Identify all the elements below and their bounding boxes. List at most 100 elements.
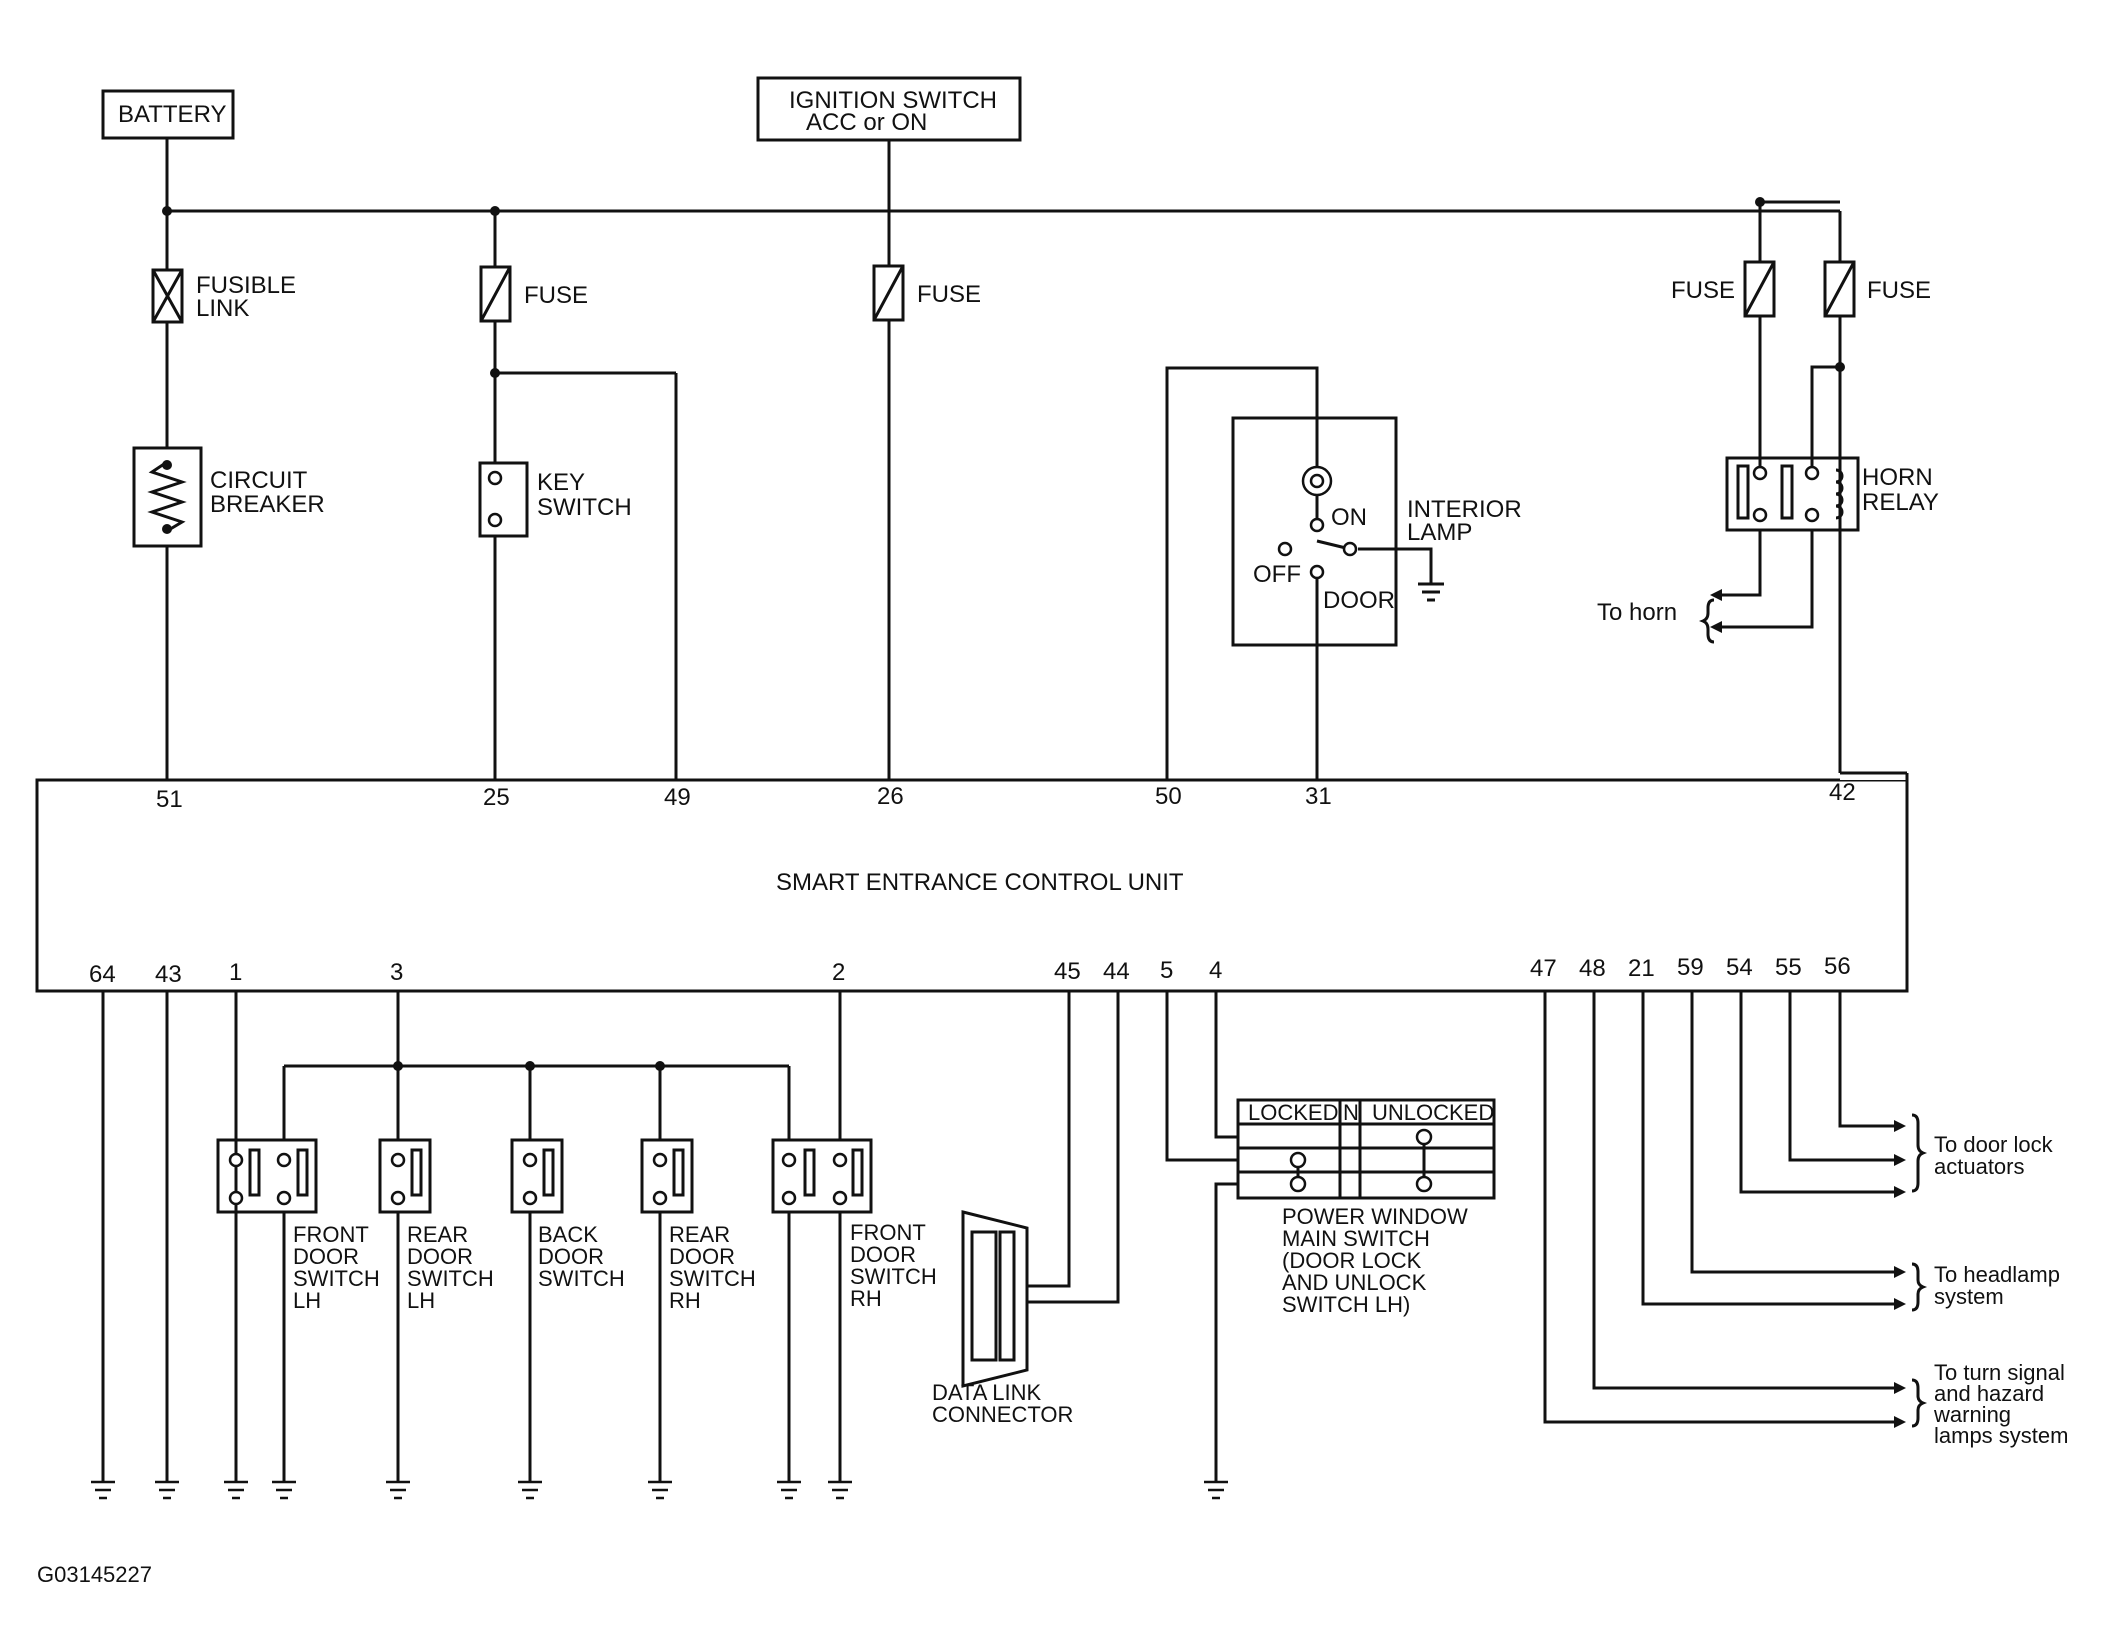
fusible-link-label: FUSIBLE [196,272,296,299]
svg-text:actuators: actuators [1934,1154,2025,1179]
ground-icon [828,1480,852,1500]
data-link-connector-label: DATA LINK [932,1380,1042,1405]
front-door-switch-rh-symbol [771,1138,873,1214]
battery-label: BATTERY [118,101,226,128]
power-window-main-switch-label: POWER WINDOW MAIN SWITCH (DOOR LOCK AND … [1282,1204,1468,1317]
pin-label: 55 [1775,954,1802,981]
pins-top: 51 25 49 26 50 31 42 [156,779,1856,813]
pin-label: 1 [229,959,242,986]
front-door-switch-lh-label: FRONT DOOR SWITCH LH [293,1222,380,1313]
svg-text:RH: RH [850,1286,882,1311]
svg-text:FRONT: FRONT [850,1220,926,1245]
pin-label: 45 [1054,958,1081,985]
ground-icon [386,1480,410,1500]
pin-label: 25 [483,784,510,811]
data-link-connector-symbol [961,1210,1029,1388]
pin-label: 51 [156,786,183,813]
svg-text:SWITCH: SWITCH [293,1266,380,1291]
ground-icon [224,1480,248,1500]
rear-door-switch-lh-symbol [378,1138,432,1214]
svg-text:lamps system: lamps system [1934,1423,2068,1448]
svg-text:LH: LH [407,1288,435,1313]
interior-lamp-label: INTERIOR [1407,496,1522,523]
ground-icon [272,1480,296,1500]
pin-label: 31 [1305,783,1332,810]
svg-text:DOOR: DOOR [293,1244,359,1269]
ignition-switch-sublabel: ACC or ON [806,109,927,136]
pin-label: 2 [832,959,845,986]
control-unit-title: SMART ENTRANCE CONTROL UNIT [776,869,1184,896]
svg-text:LH: LH [293,1288,321,1313]
smart-entrance-control-unit-box [35,778,1909,993]
rear-door-switch-rh-symbol [640,1138,694,1214]
headlamp-output-label: To headlamp system [1934,1262,2060,1309]
back-door-switch-label: BACK DOOR SWITCH [538,1222,625,1291]
svg-text:DOOR: DOOR [538,1244,604,1269]
svg-text:FRONT: FRONT [293,1222,369,1247]
pin-label: 26 [877,783,904,810]
pin-label: 47 [1530,955,1557,982]
pin-label: 48 [1579,955,1606,982]
svg-text:To turn signal: To turn signal [1934,1360,2065,1385]
door-lock-output-label: To door lock actuators [1934,1132,2054,1179]
fusible-link-label-2: LINK [196,295,249,322]
svg-text:MAIN SWITCH: MAIN SWITCH [1282,1226,1430,1251]
pin-label: 59 [1677,954,1704,981]
key-switch-label-2: SWITCH [537,494,632,521]
pin-label: 64 [89,961,116,988]
back-door-switch-symbol [510,1138,564,1214]
svg-text:DOOR: DOOR [850,1242,916,1267]
svg-text:To door lock: To door lock [1934,1132,2054,1157]
pw-neutral-header: N [1343,1100,1359,1125]
svg-text:SWITCH: SWITCH [407,1266,494,1291]
figure-code: G03145227 [37,1562,152,1587]
pin-label: 50 [1155,783,1182,810]
ground-icon [91,1480,115,1500]
svg-text:warning: warning [1933,1402,2011,1427]
svg-text:SWITCH: SWITCH [850,1264,937,1289]
ground-icon [777,1480,801,1500]
svg-text:(DOOR LOCK: (DOOR LOCK [1282,1248,1422,1273]
svg-text:REAR: REAR [407,1222,468,1247]
pin-label: 5 [1160,957,1173,984]
svg-text:system: system [1934,1284,2004,1309]
svg-text:REAR: REAR [669,1222,730,1247]
interior-lamp-label-2: LAMP [1407,519,1472,546]
pin-label: 42 [1829,779,1856,806]
pw-unlocked-header: UNLOCKED [1372,1100,1494,1125]
svg-text:DOOR: DOOR [669,1244,735,1269]
ground-icon [518,1480,542,1500]
pw-locked-header: LOCKED [1248,1100,1338,1125]
svg-text:SWITCH LH): SWITCH LH) [1282,1292,1410,1317]
to-horn-label: To horn [1597,599,1677,626]
data-link-connector-label-2: CONNECTOR [932,1402,1073,1427]
pin-label: 54 [1726,954,1753,981]
svg-text:SWITCH: SWITCH [669,1266,756,1291]
pin-label: 44 [1103,958,1130,985]
circuit-breaker-label: CIRCUIT [210,467,308,494]
horn-relay-label-2: RELAY [1862,489,1939,516]
fuse-label: FUSE [524,282,588,309]
svg-text:SWITCH: SWITCH [538,1266,625,1291]
front-door-switch-rh-label: FRONT DOOR SWITCH RH [850,1220,937,1311]
fuse-label: FUSE [917,281,981,308]
horn-relay-label: HORN [1862,464,1933,491]
pin-label: 4 [1209,957,1222,984]
fuse-label: FUSE [1867,277,1931,304]
svg-text:BACK: BACK [538,1222,598,1247]
svg-text:RH: RH [669,1288,701,1313]
svg-text:To headlamp: To headlamp [1934,1262,2060,1287]
pin-label: 43 [155,961,182,988]
pin-label: 21 [1628,955,1655,982]
lamp-on-label: ON [1331,504,1367,531]
ignition-switch-label: IGNITION SWITCH [789,87,997,114]
svg-text:DOOR: DOOR [407,1244,473,1269]
horn-relay-box [1725,456,1860,532]
turn-signal-output-label: To turn signal and hazard warning lamps … [1933,1360,2068,1448]
interior-lamp-box [1231,416,1398,647]
ground-icon [1204,1480,1228,1500]
svg-text:POWER WINDOW: POWER WINDOW [1282,1204,1468,1229]
svg-text:and hazard: and hazard [1934,1381,2044,1406]
rear-door-switch-lh-label: REAR DOOR SWITCH LH [407,1222,494,1313]
